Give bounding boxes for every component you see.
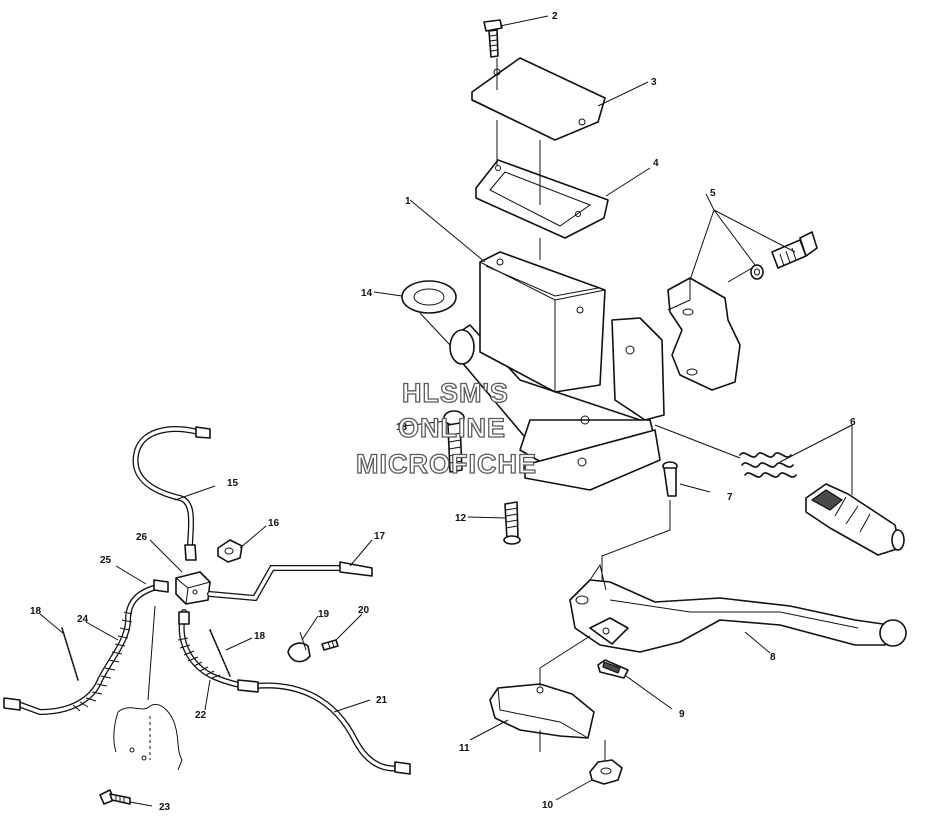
mounting-screw-part [443, 410, 465, 473]
callout-14: 14 [361, 288, 373, 299]
alignment-14 [419, 312, 451, 346]
frame-section-part [113, 605, 183, 771]
hose-clip-part [287, 631, 311, 663]
leader-9 [625, 675, 673, 710]
brake-hose-21-part [237, 679, 411, 775]
callout-18-right: 18 [254, 631, 266, 642]
brake-hose-upper-part [132, 426, 211, 561]
leader-7 [679, 483, 711, 493]
reservoir-cover-part [471, 57, 606, 141]
leader-20 [335, 613, 363, 641]
leader-21 [333, 699, 371, 713]
leader-11 [469, 719, 509, 741]
callout-24: 24 [77, 614, 89, 625]
leader-16 [239, 525, 267, 549]
leader-19 [301, 615, 319, 641]
leader-18-right [225, 637, 253, 651]
watermark-line-1: HLSM'S [402, 378, 509, 408]
callout-19: 19 [318, 609, 330, 620]
callout-16: 16 [268, 518, 280, 529]
leader-13 [403, 420, 447, 427]
spring-guard-right-part [209, 629, 231, 677]
callout-12: 12 [455, 513, 467, 524]
boot-seal-part [401, 280, 457, 314]
leader-15 [174, 485, 216, 501]
callout-22: 22 [195, 710, 207, 721]
callout-2: 2 [552, 11, 558, 22]
leader-23 [129, 801, 153, 807]
frame-screw-part [99, 789, 131, 805]
callout-20: 20 [358, 605, 370, 616]
callout-3: 3 [651, 77, 657, 88]
brake-hose-22-part [177, 609, 258, 690]
callout-10: 10 [542, 800, 554, 811]
callout-8: 8 [770, 652, 776, 663]
leader-22 [204, 679, 211, 711]
leader-6 [779, 424, 853, 495]
callout-5: 5 [710, 188, 716, 199]
leader-18-left [39, 613, 65, 635]
callout-26: 26 [136, 532, 148, 543]
alignment-lines [496, 58, 541, 260]
callout-4: 4 [653, 158, 659, 169]
leader-5 [689, 209, 796, 281]
alignment-7 [601, 500, 671, 600]
callout-13: 13 [396, 422, 408, 433]
brake-hose-lower-left-part [3, 579, 169, 716]
callout-25: 25 [100, 555, 112, 566]
diaphragm-gasket-part [475, 159, 609, 239]
lock-nut-part [589, 759, 623, 785]
leader-4 [605, 167, 651, 197]
callout-6: 6 [850, 417, 856, 428]
lever-guard-part [489, 683, 595, 739]
callout-9: 9 [679, 709, 685, 720]
callout-15: 15 [227, 478, 239, 489]
leader-12 [467, 516, 507, 519]
leader-8 [744, 631, 771, 654]
leader-10 [555, 779, 593, 801]
master-cylinder-body-part [449, 251, 665, 491]
watermark-line-3: MICROFICHE [356, 449, 537, 479]
leader-5-tail [705, 193, 715, 211]
distribution-block-part [175, 571, 211, 605]
watermark: HLSM'S ONLINE MICROFICHE [355, 377, 537, 479]
callout-11: 11 [459, 743, 470, 754]
leader-17 [349, 539, 373, 567]
watermark-line-2: ONLINE [398, 413, 506, 443]
bleeder-screw-part [503, 501, 521, 545]
brake-line-17-part [207, 561, 373, 602]
leader-2 [499, 15, 549, 27]
leader-1 [409, 199, 486, 263]
brake-lever-part [569, 563, 907, 653]
pivot-pin-part [662, 461, 678, 497]
handlebar-clamp-part [667, 231, 818, 391]
alignment-11 [539, 635, 591, 752]
leader-25 [115, 565, 147, 585]
leader-26 [149, 539, 183, 573]
leader-24 [85, 621, 119, 641]
callout-23: 23 [159, 802, 171, 813]
adjuster-bracket-part [597, 659, 629, 679]
cap-screw-part [483, 19, 503, 58]
leader-3 [597, 81, 649, 107]
piston-spring-kit-part [654, 424, 905, 556]
clip-screw-part [321, 639, 339, 651]
callout-7: 7 [727, 492, 733, 503]
spring-guard-left-part [61, 627, 79, 681]
alignment-5 [727, 267, 753, 283]
banjo-fitting-part [217, 539, 243, 563]
leader-14 [373, 291, 403, 297]
callout-1: 1 [405, 196, 411, 207]
callout-18-left: 18 [30, 606, 42, 617]
callout-17: 17 [374, 531, 386, 542]
callout-21: 21 [376, 695, 388, 706]
